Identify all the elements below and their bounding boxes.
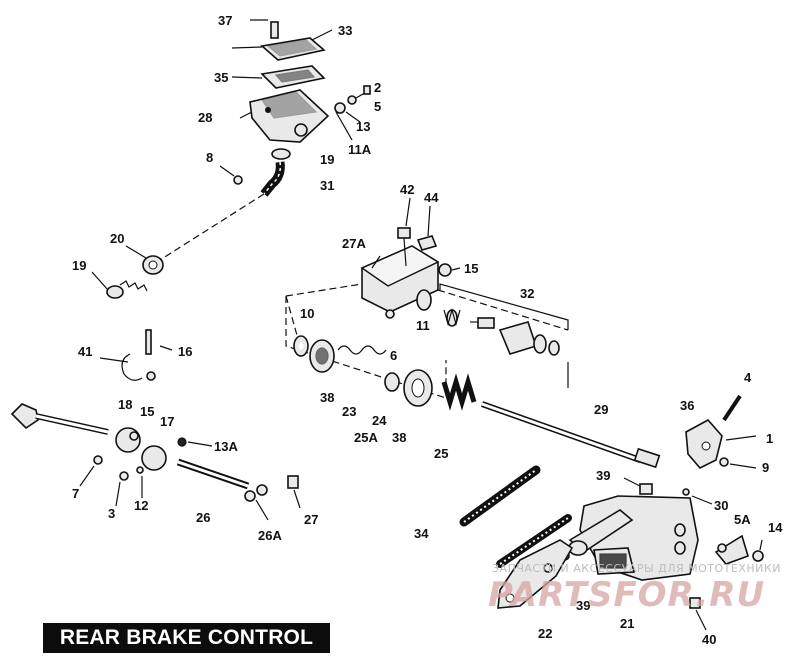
callout-5: 5 [374, 99, 381, 114]
callout-39-bottom: 39 [576, 598, 590, 613]
callout-10: 10 [300, 306, 314, 321]
callout-19-top: 19 [320, 152, 334, 167]
callout-25: 25 [434, 446, 448, 461]
callout-21: 21 [620, 616, 634, 631]
callout-3: 3 [108, 506, 115, 521]
assembly-centerline-top [159, 193, 265, 261]
callout-15-top: 15 [464, 261, 478, 276]
diagram-title: REAR BRAKE CONTROL [59, 626, 314, 649]
callout-19-bottom: 19 [72, 258, 86, 273]
assembly-outline-2 [285, 289, 569, 347]
callout-26A: 26A [258, 528, 282, 543]
callout-20: 20 [110, 231, 124, 246]
callout-27A: 27A [342, 236, 366, 251]
brake-pedal-lever-group [459, 394, 764, 631]
hose-spring-clamp-group [91, 245, 164, 299]
callout-36: 36 [680, 398, 694, 413]
callout-31: 31 [320, 178, 334, 193]
callout-41: 41 [78, 344, 92, 359]
callout-22: 22 [538, 626, 552, 641]
callout-9: 9 [762, 460, 769, 475]
callout-14: 14 [768, 520, 783, 535]
callout-38-left: 38 [320, 390, 334, 405]
callout-27: 27 [304, 512, 318, 527]
callout-24: 24 [372, 413, 387, 428]
callout-5A: 5A [734, 512, 751, 527]
callout-11: 11 [416, 318, 430, 333]
callout-32: 32 [520, 286, 534, 301]
callout-4: 4 [744, 370, 752, 385]
callout-1: 1 [766, 431, 773, 446]
callout-13A: 13A [214, 439, 238, 454]
callout-39-top: 39 [596, 468, 610, 483]
callout-34: 34 [414, 526, 429, 541]
callout-7: 7 [72, 486, 79, 501]
callout-44: 44 [424, 190, 439, 205]
callout-38-right: 38 [392, 430, 406, 445]
title-banner [43, 623, 330, 653]
callout-23: 23 [342, 404, 356, 419]
callout-16: 16 [178, 344, 192, 359]
callout-labels: 37 33 35 28 2 5 13 11A 8 19 31 20 19 42 … [72, 13, 783, 647]
callout-17: 17 [160, 414, 174, 429]
pushrod-assembly-group [293, 335, 661, 469]
callout-6: 6 [390, 348, 397, 363]
callout-2: 2 [374, 80, 381, 95]
kit-bracket-32 [439, 283, 569, 330]
callout-11A: 11A [348, 142, 372, 157]
callout-25A: 25A [354, 430, 378, 445]
callout-26: 26 [196, 510, 210, 525]
callout-35: 35 [214, 70, 228, 85]
callout-13: 13 [356, 119, 370, 134]
callout-29: 29 [594, 402, 608, 417]
master-cylinder-cover-group [219, 19, 371, 197]
callout-42: 42 [400, 182, 414, 197]
callout-12: 12 [134, 498, 148, 513]
callout-40: 40 [702, 632, 716, 647]
callout-28: 28 [198, 110, 212, 125]
watermark-tagline: ЗАПЧАСТИ И АКСЕССУАРЫ ДЛЯ МОТОТЕХНИКИ [492, 562, 781, 575]
watermark-logo: PARTSFOR.RU [488, 575, 766, 615]
assembly-outline [285, 283, 447, 399]
callout-18: 18 [118, 397, 132, 412]
callout-30: 30 [714, 498, 728, 513]
lower-left-linkage-group [10, 329, 301, 521]
callout-37: 37 [218, 13, 232, 28]
callout-8: 8 [206, 150, 213, 165]
master-cylinder-body-group [360, 197, 560, 356]
callout-33: 33 [338, 23, 352, 38]
callout-15-left: 15 [140, 404, 154, 419]
